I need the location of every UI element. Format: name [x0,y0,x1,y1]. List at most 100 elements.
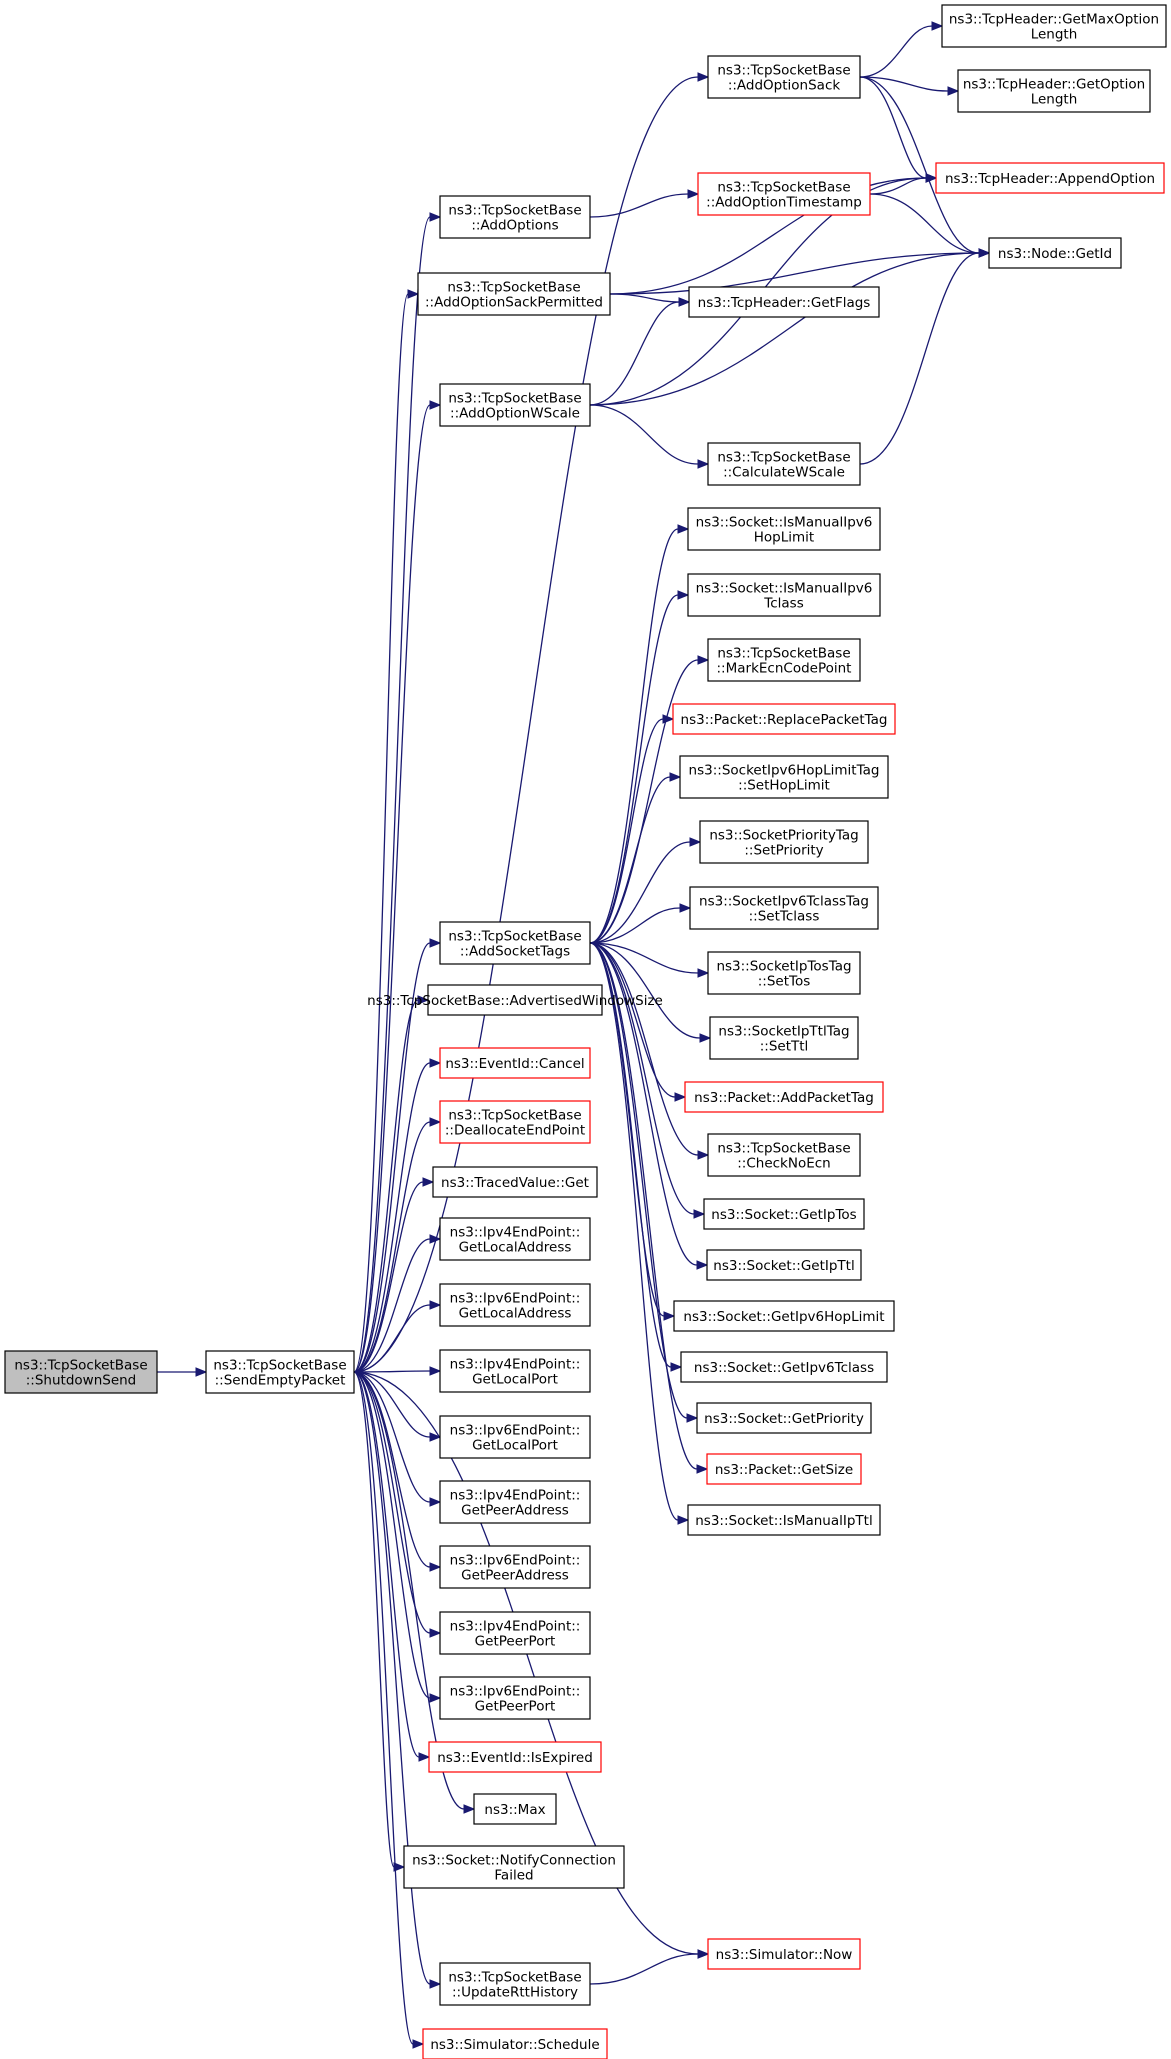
node-imttl[interactable]: ns3::Socket::IsManualIpTtl [687,1504,881,1536]
node-gsize[interactable]: ns3::Packet::GetSize [706,1453,862,1485]
edge-line [353,1371,431,1568]
node-label-line: ns3::TcpSocketBase [717,1141,850,1157]
node-label-line: ::SetPriority [744,843,823,859]
node-box [687,1504,881,1536]
edge-ast-gsize [589,942,709,1474]
node-mark[interactable]: ns3::TcpSocketBase::MarkEcnCodePoint [707,638,861,682]
node-ast[interactable]: ns3::TcpSocketBase::AddSocketTags [439,921,591,965]
node-v4lp[interactable]: ns3::Ipv4EndPoint::GetLocalPort [439,1349,591,1393]
arrowhead [422,1177,435,1187]
node-box [707,55,861,99]
edge-sep-ncf [353,1371,406,1872]
node-box [439,1545,591,1589]
node-ts[interactable]: ns3::TcpSocketBase::AddOptionTimestamp [697,172,871,216]
node-v4la[interactable]: ns3::Ipv4EndPoint::GetLocalAddress [439,1217,591,1261]
node-isexp[interactable]: ns3::EventId::IsExpired [428,1741,602,1773]
node-gtos[interactable]: ns3::Socket::GetIpTos [703,1198,865,1230]
edge-sep-tvget [353,1177,435,1373]
node-apt[interactable]: ns3::Packet::AddPacketTag [684,1081,884,1113]
node-flags[interactable]: ns3::TcpHeader::GetFlags [688,286,880,318]
node-aows[interactable]: ns3::TcpSocketBase::AddOptionWScale [439,383,591,427]
node-dep[interactable]: ns3::TcpSocketBase::DeallocateEndPoint [439,1100,591,1144]
edge-line [353,999,419,1373]
node-box [205,1350,355,1394]
arrowhead [697,72,710,82]
node-label-line: Length [1031,27,1078,43]
node-sep[interactable]: ns3::TcpSocketBase::SendEmptyPacket [205,1350,355,1394]
arrowhead [429,1497,442,1507]
node-aosp[interactable]: ns3::TcpSocketBase::AddOptionSackPermitt… [417,272,611,316]
node-label-line: ::MarkEcnCodePoint [717,661,852,677]
edge-line [589,942,701,1039]
edge-sep-ast [353,938,442,1373]
node-ao[interactable]: ns3::TcpSocketBase::AddOptions [439,195,591,239]
node-shl[interactable]: ns3::SocketIpv6HopLimitTag::SetHopLimit [679,755,889,799]
node-gprio[interactable]: ns3::Socket::GetPriority [696,1402,872,1434]
node-cancel[interactable]: ns3::EventId::Cancel [439,1047,591,1079]
node-v6pp[interactable]: ns3::Ipv6EndPoint::GetPeerPort [439,1676,591,1720]
arrowhead [674,1092,687,1102]
edge-line [609,252,980,295]
node-append[interactable]: ns3::TcpHeader::AppendOption [935,162,1165,194]
edge-sep-v6pp [353,1371,442,1703]
node-tvget[interactable]: ns3::TracedValue::Get [432,1166,598,1198]
node-gttl[interactable]: ns3::Socket::GetIpTtl [706,1249,862,1281]
node-label-line: ns3::Ipv6EndPoint:: [450,1684,581,1700]
node-label-line: ::AddOptionWScale [450,406,580,422]
node-rpt[interactable]: ns3::Packet::ReplacePacketTag [672,703,896,735]
node-v6la[interactable]: ns3::Ipv6EndPoint::GetLocalAddress [439,1283,591,1327]
edge-ast-stc [589,903,692,944]
node-box [439,1415,591,1459]
arrowhead [697,968,710,978]
node-label-line: ::SetTclass [749,909,820,925]
arrowhead [429,1058,442,1068]
arrowhead [696,1464,709,1474]
node-cws[interactable]: ns3::TcpSocketBase::CalculateWScale [707,442,861,486]
edge-line [353,1371,431,1985]
node-aws[interactable]: ns3::TcpSocketBase::AdvertisedWindowSize [367,984,663,1016]
node-sched[interactable]: ns3::Simulator::Schedule [422,2028,608,2059]
node-label-line: ns3::Node::GetId [998,246,1112,262]
node-label-line: ns3::Socket::IsManualIpv6 [696,581,873,597]
node-box [709,1016,859,1060]
node-box [439,1283,591,1327]
node-label-line: ::ShutdownSend [26,1373,137,1389]
node-box [707,1938,861,1970]
edge-line [609,293,680,303]
edge-line [589,594,679,944]
arrowhead [663,1311,676,1321]
node-stc[interactable]: ns3::SocketIpv6TclassTag::SetTclass [689,886,879,930]
edge-line [589,907,681,944]
node-v6lp[interactable]: ns3::Ipv6EndPoint::GetLocalPort [439,1415,591,1459]
node-box [439,1676,591,1720]
node-sttl[interactable]: ns3::SocketIpTtlTag::SetTtl [709,1016,859,1060]
node-cne[interactable]: ns3::TcpSocketBase::CheckNoEcn [707,1133,861,1177]
node-aos[interactable]: ns3::TcpSocketBase::AddOptionSack [707,55,861,99]
node-box [439,1962,591,2006]
node-gtc[interactable]: ns3::Socket::GetIpv6Tclass [680,1351,888,1383]
node-label-line: ns3::TracedValue::Get [441,1175,589,1191]
node-stos[interactable]: ns3::SocketIpTosTag::SetTos [707,951,861,995]
node-v4pp[interactable]: ns3::Ipv4EndPoint::GetPeerPort [439,1611,591,1655]
node-label-line: ns3::TcpHeader::GetMaxOption [949,12,1159,28]
arrowhead [429,400,442,410]
node-sp[interactable]: ns3::SocketPriorityTag::SetPriority [699,820,869,864]
node-v6pa[interactable]: ns3::Ipv6EndPoint::GetPeerAddress [439,1545,591,1589]
node-getid[interactable]: ns3::Node::GetId [988,237,1122,269]
node-label-line: Failed [494,1868,533,1884]
node-ghl[interactable]: ns3::Socket::GetIpv6HopLimit [673,1300,895,1332]
node-v4pa[interactable]: ns3::Ipv4EndPoint::GetPeerAddress [439,1480,591,1524]
node-urh[interactable]: ns3::TcpSocketBase::UpdateRttHistory [439,1962,591,2006]
node-shutdown[interactable]: ns3::TcpSocketBase::ShutdownSend [4,1350,158,1394]
node-label-line: ns3::SocketIpv6HopLimitTag [689,763,880,779]
edge-ast-imtc [589,590,690,944]
edge-sep-urh [353,1371,442,1989]
node-max[interactable]: ns3::Max [473,1793,557,1825]
node-now[interactable]: ns3::Simulator::Now [707,1938,861,1970]
node-box [697,172,871,216]
